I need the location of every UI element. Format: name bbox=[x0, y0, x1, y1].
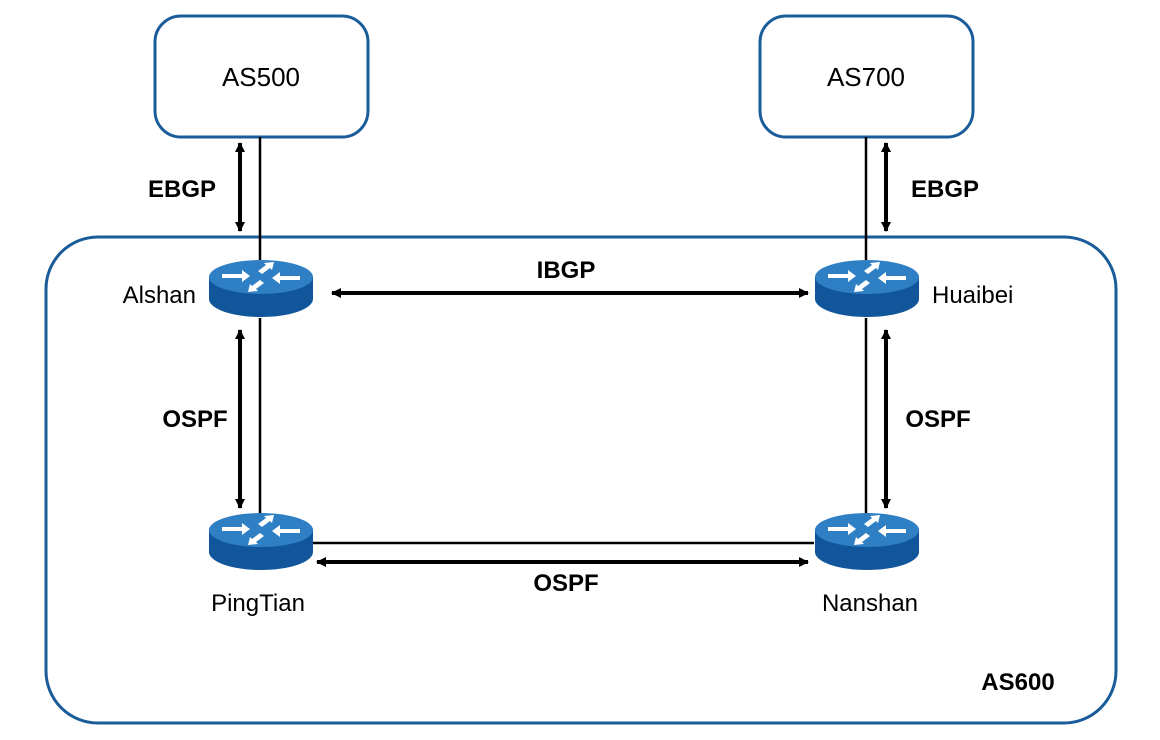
ospf-label-right: OSPF bbox=[905, 406, 970, 433]
as600-region bbox=[44, 235, 1118, 725]
router-nanshan-icon bbox=[815, 513, 919, 570]
as500-box bbox=[153, 14, 370, 139]
ospf-label-left: OSPF bbox=[162, 406, 227, 433]
physical-links bbox=[258, 137, 868, 545]
as500-label: AS500 bbox=[222, 62, 300, 92]
router-alshan-label: Alshan bbox=[123, 282, 196, 309]
router-huaibei-icon bbox=[815, 260, 919, 317]
router-pingtian-label: PingTian bbox=[211, 590, 305, 617]
ibgp-label: IBGP bbox=[537, 257, 596, 284]
as700-label: AS700 bbox=[827, 62, 905, 92]
ebgp-label-left: EBGP bbox=[148, 176, 216, 203]
ebgp-label-right: EBGP bbox=[911, 176, 979, 203]
router-pingtian-icon bbox=[209, 513, 313, 570]
as600-label: AS600 bbox=[981, 669, 1054, 696]
router-alshan-icon bbox=[209, 260, 313, 317]
router-nanshan-label: Nanshan bbox=[822, 590, 918, 617]
router-huaibei-label: Huaibei bbox=[932, 282, 1013, 309]
ospf-label-bottom: OSPF bbox=[533, 570, 598, 597]
